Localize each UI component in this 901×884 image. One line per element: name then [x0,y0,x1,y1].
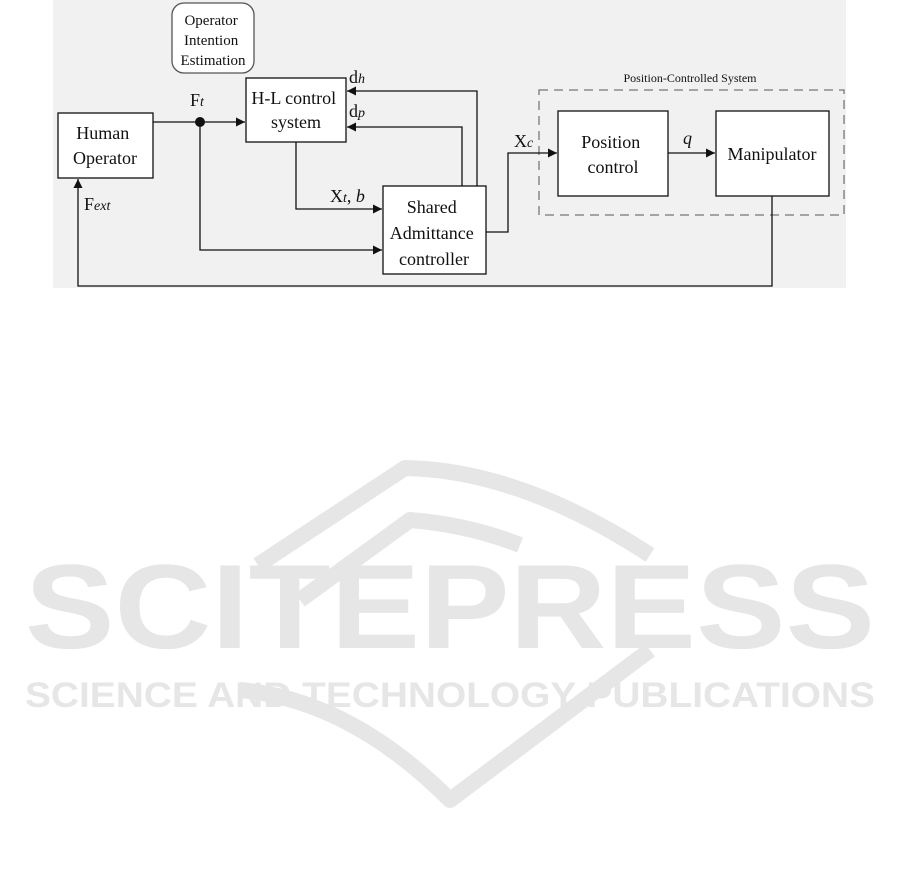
human-operator-block: Human Operator [58,113,153,178]
xt-b-label: Xt, b [330,186,365,206]
hl-control-block: H-L control system [246,78,346,142]
shared-admittance-line-2: Admittance [390,223,474,243]
position-controlled-group-label: Position-Controlled System [623,71,757,85]
intention-line-2: Intention [184,33,239,49]
intention-estimation-block: Operator Intention Estimation [172,3,254,73]
hl-control-line-2: system [271,112,321,132]
human-operator-line-2: Operator [73,148,137,168]
intention-line-3: Estimation [181,53,246,69]
manipulator-block: Manipulator [716,111,829,196]
q-label: q [683,128,692,148]
shared-admittance-line-3: controller [399,249,469,269]
position-control-line-2: control [588,157,639,177]
manipulator-label: Manipulator [728,144,817,164]
intention-line-1: Operator [184,13,237,29]
svg-text:Operator Intention: Operator Intention Estimation [181,13,246,69]
position-control-line-1: Position [581,132,640,152]
shared-admittance-block: Shared Admittance controller [383,186,486,274]
position-control-block: Position control [558,111,668,196]
shared-admittance-line-1: Shared [407,197,457,217]
hl-control-line-1: H-L control [251,88,336,108]
human-operator-line-1: Human [76,123,129,143]
